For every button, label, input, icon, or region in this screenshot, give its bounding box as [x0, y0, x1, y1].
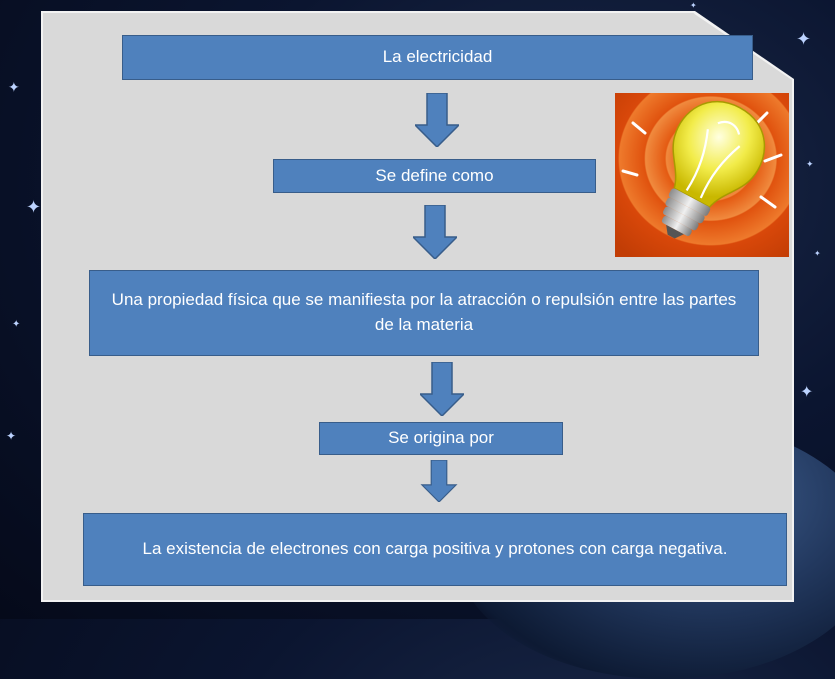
star-icon: ✦ [26, 197, 42, 217]
define-text: Se define como [375, 165, 494, 185]
star-icon: ✦ [12, 319, 21, 330]
light-bulb-picture [615, 93, 789, 257]
star-icon: ✦ [8, 79, 20, 95]
origin-box: La existencia de electrones con carga po… [83, 513, 787, 586]
star-icon: ✦ [796, 29, 812, 49]
origin-label-box: Se origina por [319, 422, 563, 455]
title-box: La electricidad [122, 35, 753, 80]
star-icon: ✦ [690, 1, 697, 10]
star-icon: ✦ [800, 384, 814, 401]
origin-text: La existencia de electrones con carga po… [142, 539, 728, 559]
down-arrow-icon [420, 460, 458, 502]
down-arrow-icon [420, 362, 464, 416]
define-box: Se define como [273, 159, 596, 193]
title-text: La electricidad [382, 47, 493, 67]
definition-text: Una propiedad física que se manifiesta p… [111, 290, 737, 334]
light-bulb-icon [615, 93, 789, 257]
star-icon: ✦ [6, 429, 17, 443]
star-icon: ✦ [814, 249, 821, 258]
definition-box: Una propiedad física que se manifiesta p… [89, 270, 759, 356]
origin-label-text: Se origina por [388, 428, 494, 448]
down-arrow-icon [415, 93, 459, 147]
down-arrow-icon [413, 205, 457, 259]
star-icon: ✦ [806, 159, 814, 169]
